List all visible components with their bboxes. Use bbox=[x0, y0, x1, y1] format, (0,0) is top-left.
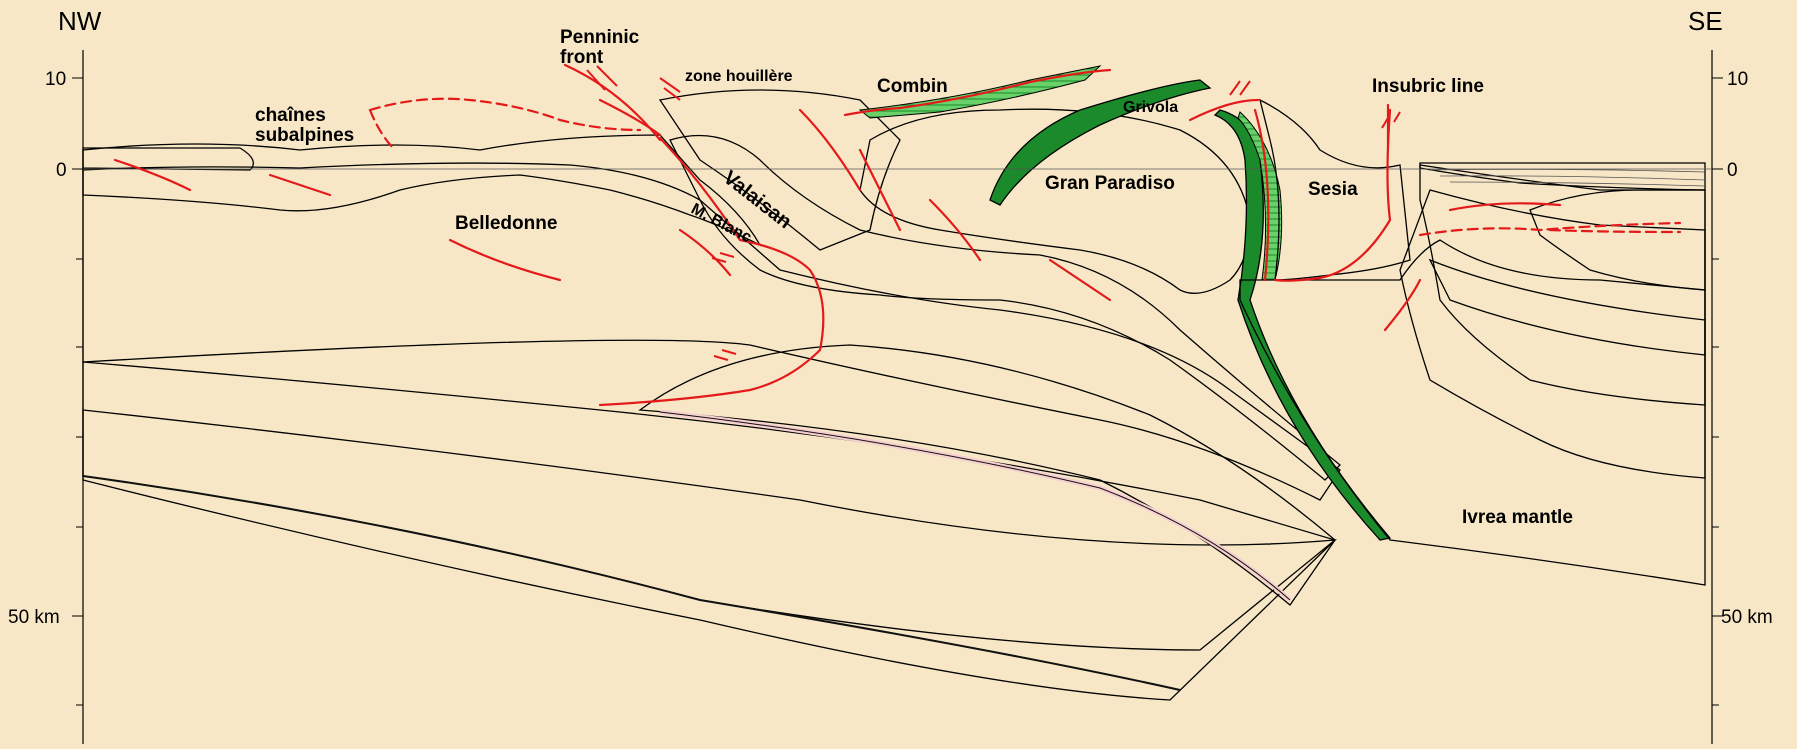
ivrea-mantle-unit bbox=[1240, 240, 1705, 585]
label-gran-paradiso: Gran Paradiso bbox=[1045, 173, 1175, 194]
label-ivrea-mantle: Ivrea mantle bbox=[1462, 507, 1573, 528]
adriatic-lower-crust bbox=[1400, 190, 1705, 478]
label-chaines: chaînes bbox=[255, 105, 326, 126]
tick-left-0: 0 bbox=[56, 160, 67, 181]
adriatic-basement-strip bbox=[1430, 260, 1705, 355]
label-insubric-line: Insubric line bbox=[1372, 76, 1484, 97]
subalpine-sediments bbox=[83, 135, 760, 245]
tick-right-50km: 50 km bbox=[1721, 607, 1773, 628]
ophiolite-root bbox=[1215, 110, 1390, 540]
label-grivola: Grivola bbox=[1123, 99, 1178, 116]
mantle-top-boundary bbox=[83, 476, 1180, 690]
label-zone-houillere: zone houillère bbox=[685, 68, 793, 85]
label-front: front bbox=[560, 47, 604, 68]
left-depth-axis bbox=[72, 50, 83, 744]
label-belledonne: Belledonne bbox=[455, 213, 557, 234]
tick-right-10: 10 bbox=[1727, 69, 1748, 90]
po-basin-strata-lines bbox=[1430, 169, 1705, 186]
direction-nw: NW bbox=[58, 6, 102, 36]
direction-se: SE bbox=[1688, 6, 1723, 36]
tick-left-10: 10 bbox=[45, 69, 66, 90]
tick-right-0: 0 bbox=[1727, 160, 1738, 181]
lower-crust-slab bbox=[640, 345, 1335, 605]
mantle-lithosphere bbox=[83, 410, 1335, 650]
label-sesia: Sesia bbox=[1308, 179, 1358, 200]
label-mont-blanc: M. Blanc bbox=[688, 201, 754, 247]
label-combin: Combin bbox=[877, 76, 948, 97]
tick-left-50km: 50 km bbox=[8, 607, 60, 628]
label-subalpines: subalpines bbox=[255, 125, 354, 146]
right-depth-axis bbox=[1712, 50, 1723, 744]
label-penninic: Penninic bbox=[560, 27, 640, 48]
